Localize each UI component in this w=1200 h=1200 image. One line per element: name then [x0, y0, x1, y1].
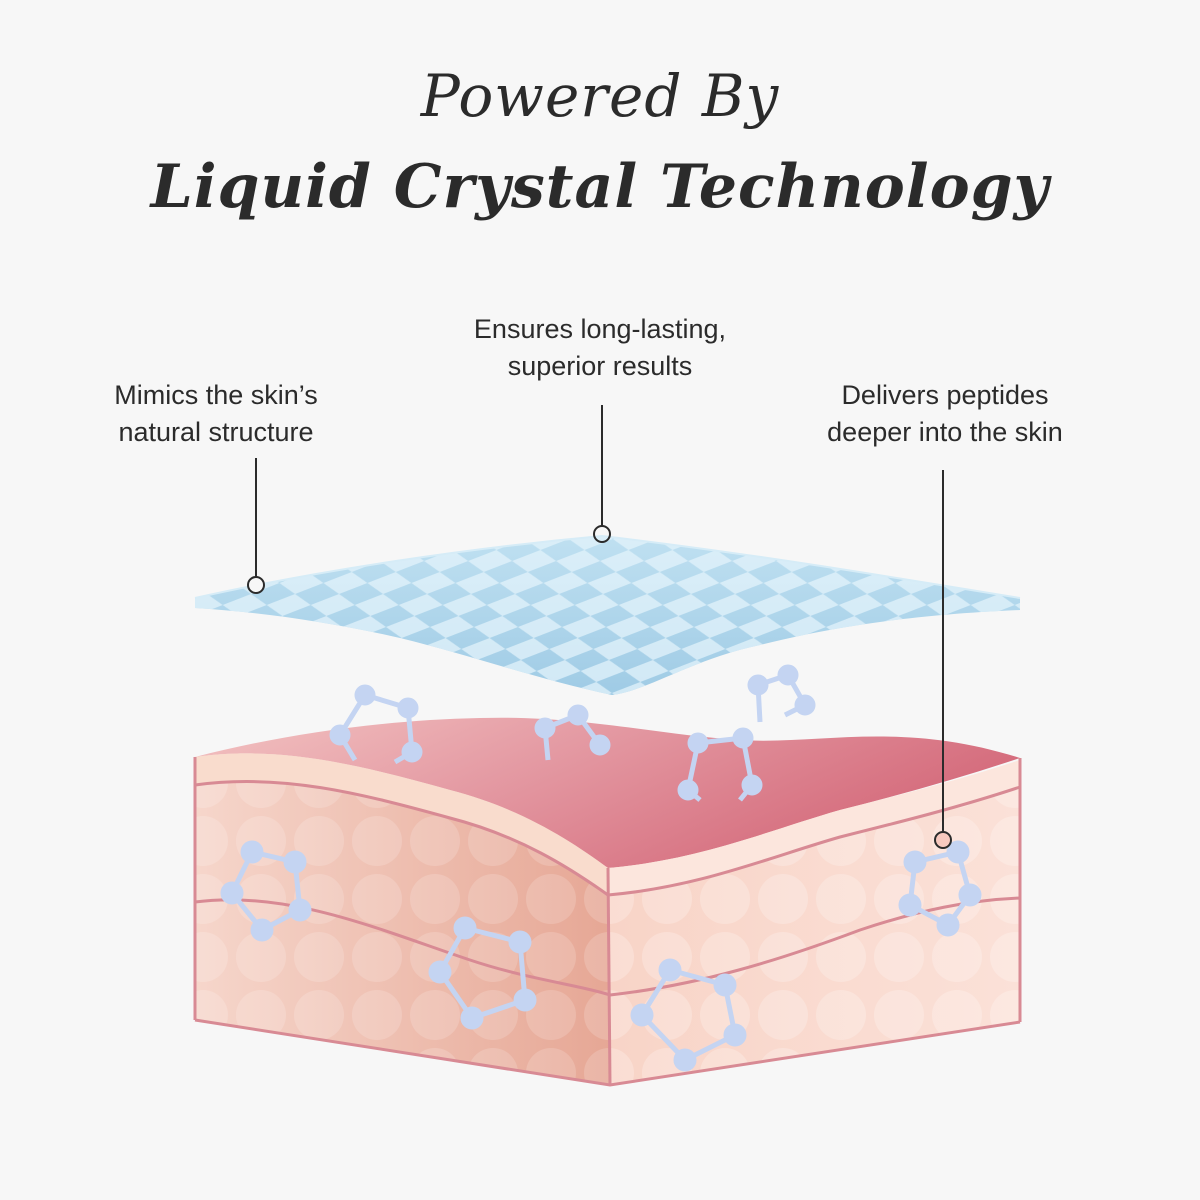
callout-text-line: superior results: [507, 351, 693, 381]
heading-powered-by: Powered By: [420, 62, 780, 130]
heading-technology-name: Liquid Crystal Technology: [150, 152, 1050, 222]
leader-dot-center: [593, 525, 611, 543]
skin-cross-section-icon: [193, 717, 1022, 1087]
peptide-molecule-icon: [220, 664, 982, 1072]
leader-dot-left: [247, 576, 265, 594]
leader-dot-right: [934, 831, 952, 849]
callout-ensures: Ensures long-lasting, superior results: [430, 311, 770, 385]
callout-mimics: Mimics the skin’s natural structure: [76, 377, 356, 451]
callout-delivers: Delivers peptides deeper into the skin: [790, 377, 1100, 451]
liquid-crystal-layer-icon: [194, 534, 1021, 695]
callout-text-line: Mimics the skin’s: [114, 380, 318, 410]
callout-text-line: deeper into the skin: [827, 417, 1063, 447]
skin-top-surface: [195, 717, 1020, 868]
callout-text-line: Ensures long-lasting,: [473, 314, 727, 344]
callout-text-line: natural structure: [118, 417, 314, 447]
callout-text-line: Delivers peptides: [841, 380, 1049, 410]
